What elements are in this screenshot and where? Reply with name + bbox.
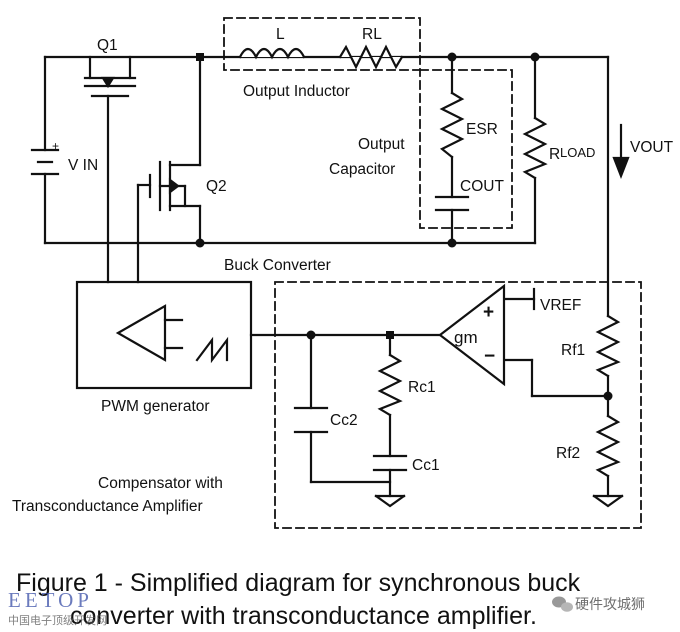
label-gm-minus: − [484, 346, 495, 367]
gm-amplifier [438, 283, 536, 387]
watermark-eetop: EETOP 中国电子顶级开发网 [8, 588, 107, 627]
label-vref: VREF [540, 297, 581, 314]
label-cc2: Cc2 [330, 412, 358, 429]
label-output-inductor: Output Inductor [243, 83, 350, 100]
q1-mosfet [83, 76, 137, 98]
label-rl: RL [362, 26, 382, 43]
label-rc1: Rc1 [408, 379, 436, 396]
label-compensator-1: Compensator with [98, 475, 223, 492]
resistor-rload [522, 116, 548, 180]
capacitor-cc1 [372, 454, 408, 472]
label-l: L [276, 26, 285, 43]
vin-source [30, 148, 60, 176]
dashed-boxes [223, 17, 642, 529]
label-output-capacitor-1: Output [358, 136, 405, 153]
watermark-wechat: 硬件攻城狮 [552, 596, 645, 612]
component-labels: Q1 Q2 L RL Output Inductor ESR Output Ca… [12, 26, 674, 515]
label-compensator-2: Transconductance Amplifier [12, 498, 203, 515]
eetop-logo-text: EETOP [8, 588, 93, 612]
label-cout: COUT [460, 178, 504, 195]
figure-caption: Figure 1 - Simplified diagram for synchr… [16, 569, 581, 630]
q2-mosfet [148, 160, 187, 212]
resistor-esr [439, 91, 465, 159]
resistor-rc1 [377, 353, 403, 417]
compensator-wires [249, 297, 610, 498]
label-rf1: Rf1 [561, 342, 585, 359]
resistor-rl [338, 44, 404, 70]
label-pwm-generator: PWM generator [101, 398, 210, 415]
label-rf2: Rf2 [556, 445, 580, 462]
caption-line-1: Figure 1 - Simplified diagram for synchr… [16, 569, 581, 597]
ground-symbols [374, 494, 624, 508]
label-cc1: Cc1 [412, 457, 440, 474]
wechat-account-text: 硬件攻城狮 [575, 596, 645, 612]
label-buck-converter: Buck Converter [224, 257, 331, 274]
vout-arrow [612, 123, 630, 180]
eetop-site-text: 中国电子顶级开发网 [8, 613, 107, 627]
label-q1: Q1 [97, 37, 118, 54]
label-vin-plus: + [52, 139, 59, 153]
label-rload-r: R [549, 146, 560, 163]
label-rload-sub: LOAD [560, 145, 595, 160]
wechat-icon [552, 596, 573, 612]
label-gm: gm [454, 328, 478, 347]
label-vout: VOUT [630, 139, 674, 156]
label-output-capacitor-2: Capacitor [329, 161, 395, 178]
label-vin: V IN [68, 157, 98, 174]
label-gm-plus: + [483, 302, 494, 323]
inductor-l [238, 47, 306, 60]
capacitor-cout [434, 195, 470, 212]
power-stage-wires [43, 55, 610, 318]
label-esr: ESR [466, 121, 498, 138]
label-q2: Q2 [206, 178, 227, 195]
caption-line-2: converter with transconductance amplifie… [70, 602, 537, 630]
capacitor-cc2 [293, 406, 329, 434]
pwm-generator-block [75, 280, 253, 390]
resistor-rf2 [595, 414, 621, 478]
resistor-rf1 [595, 314, 621, 378]
junction-dots [195, 52, 613, 401]
